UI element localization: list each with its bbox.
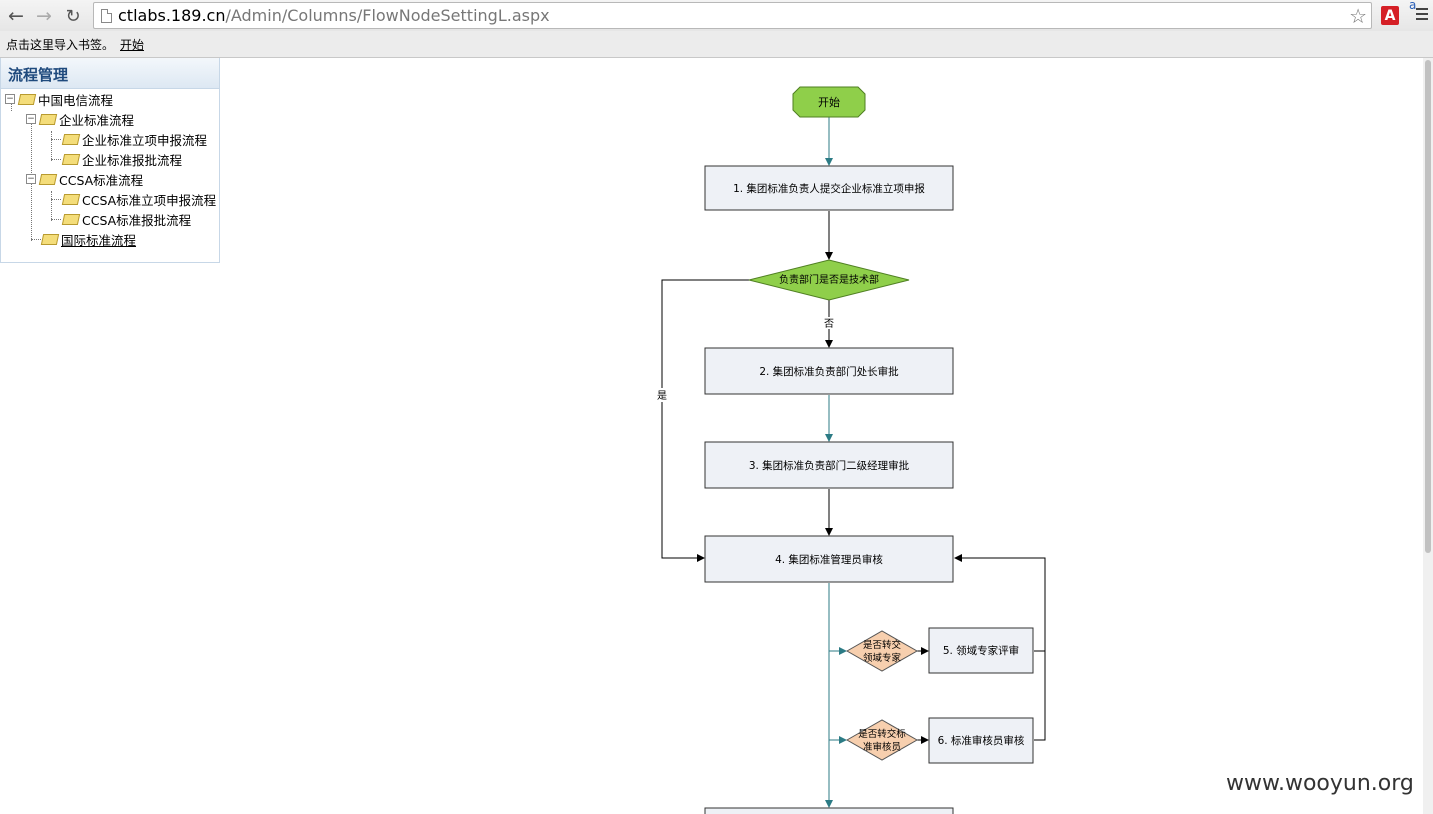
extension-badge-icon[interactable]: a (1409, 0, 1417, 12)
tree-item-label: CCSA标准流程 (59, 172, 144, 188)
page-icon (101, 9, 112, 23)
tree-item-label: 企业标准立项申报流程 (82, 132, 208, 148)
start-label: 开始 (818, 95, 840, 109)
url-text[interactable]: ctlabs.189.cn/Admin/Columns/FlowNodeSett… (118, 6, 550, 25)
step-5-label: 5. 领域专家评审 (943, 644, 1019, 657)
menu-icon[interactable] (1416, 8, 1428, 22)
bookmark-start-link[interactable]: 开始 (120, 38, 145, 52)
browser-toolbar: ← → ↻ ctlabs.189.cn/Admin/Columns/FlowNo… (0, 0, 1433, 31)
step-4-node (704, 535, 954, 583)
step-1-label: 1. 集团标准负责人提交企业标准立项申报 (733, 182, 925, 195)
step-5-node (928, 627, 1034, 674)
address-bar[interactable]: ctlabs.189.cn/Admin/Columns/FlowNodeSett… (93, 2, 1372, 29)
import-bookmarks-hint[interactable]: 点击这里导入书签。 (6, 38, 115, 52)
collapse-icon[interactable]: − (5, 94, 15, 104)
tree-item-international[interactable]: 国际标准流程 (40, 229, 137, 249)
watermark-text: www.wooyun.org (1226, 771, 1414, 796)
folder-icon (40, 233, 60, 245)
collapse-icon[interactable]: − (26, 114, 36, 124)
step-2-node (704, 347, 954, 395)
tree-item-label: CCSA标准立项申报流程 (82, 192, 217, 208)
acrobat-extension-icon[interactable]: A (1381, 6, 1399, 25)
tree-item-label: 国际标准流程 (61, 232, 137, 248)
flow-sidebar: 流程管理 − 中国电信流程 − 企业标准流程 企业标准立项申报流程 企业标准报批… (0, 58, 220, 263)
folder-icon (61, 213, 81, 225)
step-6-label: 6. 标准审核员审核 (938, 734, 1025, 747)
folder-icon (61, 193, 81, 205)
step-1-node (704, 165, 954, 211)
tree-item-ccsa-project[interactable]: CCSA标准立项申报流程 (61, 189, 217, 209)
start-node (792, 86, 866, 118)
tree-item-label: 中国电信流程 (38, 92, 114, 108)
folder-icon (38, 113, 58, 125)
tree-item-label: 企业标准报批流程 (82, 152, 183, 168)
folder-open-icon (17, 93, 37, 105)
decision-yes-label: 是 (657, 390, 667, 402)
url-host: ctlabs.189.cn (118, 6, 226, 25)
bookmarks-bar: 点击这里导入书签。 开始 (0, 31, 1433, 58)
tree-item-enterprise-project[interactable]: 企业标准立项申报流程 (61, 129, 208, 149)
decision-6-line1: 是否转交标 (858, 728, 906, 740)
url-path: /Admin/Columns/FlowNodeSettingL.aspx (225, 6, 550, 25)
reload-icon[interactable]: ↻ (65, 5, 81, 27)
sidebar-title: 流程管理 (1, 58, 219, 89)
decision-main-label: 负责部门是否是技术部 (779, 273, 879, 286)
back-arrow-icon[interactable]: ← (8, 5, 24, 27)
decision-6-node (845, 719, 919, 761)
folder-icon (61, 153, 81, 165)
tree-item-ccsa-standard[interactable]: − CCSA标准流程 (26, 169, 143, 189)
decision-no-label: 否 (824, 318, 834, 330)
tree-item-china-telecom[interactable]: − 中国电信流程 (5, 89, 113, 109)
step-3-node (704, 441, 954, 489)
folder-icon (61, 133, 81, 145)
decision-5-line2: 领域专家 (863, 652, 902, 664)
decision-5-node (845, 630, 919, 672)
tree-item-enterprise-approval[interactable]: 企业标准报批流程 (61, 149, 183, 169)
connector-return (954, 554, 1046, 651)
bookmark-star-icon[interactable]: ☆ (1349, 4, 1367, 28)
connector-return (1034, 650, 1046, 741)
tree-item-label: CCSA标准报批流程 (82, 212, 192, 228)
step-6-node (928, 717, 1034, 764)
tree-item-label: 企业标准流程 (59, 112, 135, 128)
decision-5-line1: 是否转交 (863, 639, 902, 651)
step-4-label: 4. 集团标准管理员审核 (775, 553, 883, 566)
tree-item-ccsa-approval[interactable]: CCSA标准报批流程 (61, 209, 192, 229)
step-next-node (704, 807, 954, 814)
tree-item-enterprise-standard[interactable]: − 企业标准流程 (26, 109, 134, 129)
decision-6-line2: 准审核员 (863, 741, 901, 753)
connector-yes (661, 279, 750, 562)
scrollbar-thumb[interactable] (1425, 60, 1431, 553)
forward-arrow-icon[interactable]: → (36, 5, 52, 27)
folder-icon (38, 173, 58, 185)
step-3-label: 3. 集团标准负责部门二级经理审批 (749, 459, 910, 472)
step-2-label: 2. 集团标准负责部门处长审批 (759, 365, 899, 378)
page-scrollbar[interactable] (1423, 58, 1433, 814)
decision-main-node (748, 259, 910, 301)
collapse-icon[interactable]: − (26, 174, 36, 184)
